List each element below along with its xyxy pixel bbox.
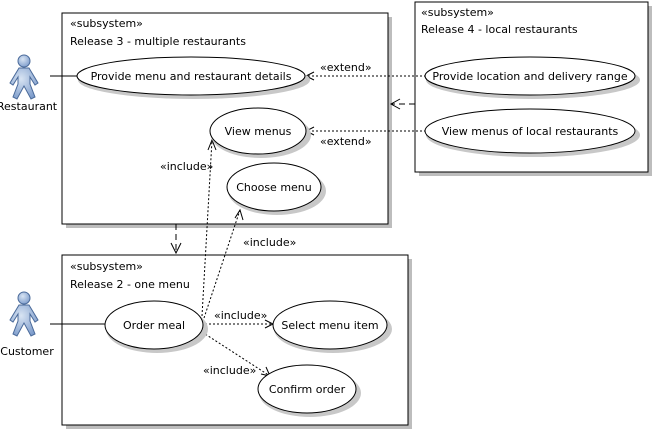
subsystem-stereotype: «subsystem»	[70, 17, 143, 30]
arrowhead	[170, 242, 182, 255]
arrowhead	[207, 138, 217, 151]
use-case-label: Choose menu	[236, 181, 312, 194]
use-case-label: Order meal	[123, 319, 185, 332]
actor-restaurant[interactable]: Restaurant	[0, 54, 58, 113]
include-label: «include»	[160, 160, 213, 173]
use-case-provide-menu[interactable]: Provide menu and restaurant details	[76, 56, 310, 99]
use-case-view-local-menus[interactable]: View menus of local restaurants	[424, 108, 640, 157]
use-case-select-menu-item[interactable]: Select menu item	[272, 300, 392, 353]
stick-figure-icon	[9, 54, 39, 100]
use-case-label: Confirm order	[269, 383, 346, 396]
actor-customer[interactable]: Customer	[0, 291, 54, 358]
actor-label: Restaurant	[0, 100, 58, 113]
subsystem-title: Release 4 - local restaurants	[421, 23, 578, 36]
use-case-label: Provide menu and restaurant details	[91, 70, 292, 83]
arrowhead	[234, 208, 244, 221]
subsystem-stereotype: «subsystem»	[421, 6, 494, 19]
extend-label: «extend»	[320, 61, 372, 74]
use-case-label: Provide location and delivery range	[432, 70, 627, 83]
include-label: «include»	[203, 364, 256, 377]
include-label: «include»	[243, 236, 296, 249]
extend-label: «extend»	[320, 135, 372, 148]
use-case-label: View menus of local restaurants	[442, 125, 619, 138]
use-case-provide-location[interactable]: Provide location and delivery range	[424, 56, 640, 99]
use-case-choose-menu[interactable]: Choose menu	[226, 162, 326, 215]
arrowhead	[389, 98, 401, 110]
subsystem-title: Release 2 - one menu	[70, 278, 190, 291]
subsystem-stereotype: «subsystem»	[70, 260, 143, 273]
use-case-view-menus[interactable]: View menus	[209, 107, 311, 158]
include-connector-view-menus	[201, 139, 213, 317]
include-connector-confirm-order	[201, 331, 271, 377]
subsystem-title: Release 3 - multiple restaurants	[70, 35, 246, 48]
include-label: «include»	[214, 309, 267, 322]
actor-label: Customer	[0, 345, 54, 358]
stick-figure-icon	[9, 291, 39, 337]
use-case-order-meal[interactable]: Order meal	[104, 300, 208, 353]
use-case-confirm-order[interactable]: Confirm order	[257, 364, 361, 417]
use-case-label: View menus	[225, 125, 292, 138]
include-connector-choose-menu	[203, 209, 241, 319]
use-case-label: Select menu item	[281, 319, 378, 332]
